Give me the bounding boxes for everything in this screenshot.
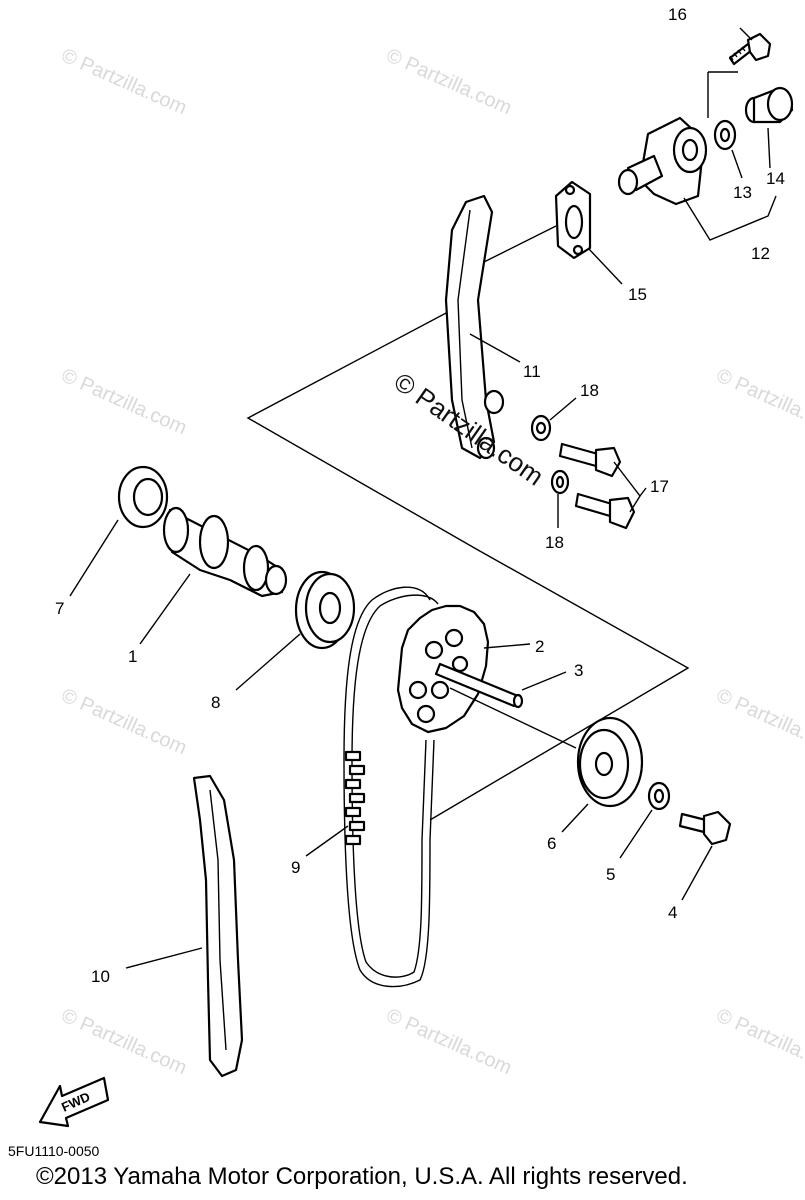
watermark: © Partzilla.com <box>383 44 515 119</box>
cam-sprocket-2 <box>396 604 531 734</box>
callout-16: 16 <box>668 5 687 24</box>
chain-guide-10 <box>125 774 244 1078</box>
fwd-arrow: FWD <box>38 1076 110 1128</box>
callout-10: 10 <box>91 967 110 986</box>
callout-2: 1 <box>128 647 137 666</box>
callout-18a: 18 <box>580 381 599 400</box>
watermark: © Partzilla.com <box>58 684 190 759</box>
washer-5 <box>619 781 671 859</box>
callout-3: 8 <box>211 693 220 712</box>
camshaft-1 <box>139 506 288 645</box>
callout-17: 17 <box>650 477 669 496</box>
dowel-pin-3 <box>434 662 567 709</box>
callout-14: 14 <box>766 169 785 188</box>
bearing-8 <box>235 570 356 691</box>
callout-13: 13 <box>733 183 752 202</box>
chain-guide-11 <box>444 194 521 460</box>
washer-13 <box>713 119 743 179</box>
watermark-layer: © Partzilla.com © Partzilla.com © Partzi… <box>58 44 805 1079</box>
callout-18b: 18 <box>545 533 564 552</box>
washers-18 <box>530 397 577 528</box>
watermark: © Partzilla.com <box>713 684 805 759</box>
callout-11: 11 <box>523 362 541 381</box>
callout-8: 4 <box>668 903 677 922</box>
tensioner-plug-14 <box>744 86 794 169</box>
callout-labels: 7 1 8 2 3 6 5 4 9 10 11 12 13 14 15 16 1… <box>55 5 785 986</box>
callout-5: 3 <box>574 661 583 680</box>
callout-15: 15 <box>628 285 647 304</box>
sprocket-flange-6 <box>449 687 644 833</box>
watermark: © Partzilla.com <box>58 44 190 119</box>
copyright-notice: ©2013 Yamaha Motor Corporation, U.S.A. A… <box>36 1163 688 1190</box>
guide-bolts-17 <box>558 442 647 530</box>
watermark: © Partzilla.com <box>713 1004 805 1079</box>
callout-4: 2 <box>535 637 544 656</box>
watermark: © Partzilla.com <box>58 1004 190 1079</box>
gasket-15 <box>475 180 623 285</box>
tensioner-bolt-16 <box>728 27 772 66</box>
sprocket-bolt-4 <box>678 810 732 901</box>
cam-chain-tensioner-12 <box>617 71 777 241</box>
cam-chain-9 <box>305 586 439 988</box>
watermark: © Partzilla.com <box>58 364 190 439</box>
callout-1: 7 <box>55 599 64 618</box>
watermark: © Partzilla.com <box>383 1004 515 1079</box>
callout-7: 5 <box>606 865 615 884</box>
diagram-code: 5FU1110-0050 <box>8 1143 100 1159</box>
callout-6: 6 <box>547 834 556 853</box>
callout-9: 9 <box>291 858 300 877</box>
bearing-7 <box>69 465 169 597</box>
watermark: © Partzilla.com <box>713 364 805 439</box>
callout-12: 12 <box>751 244 770 263</box>
